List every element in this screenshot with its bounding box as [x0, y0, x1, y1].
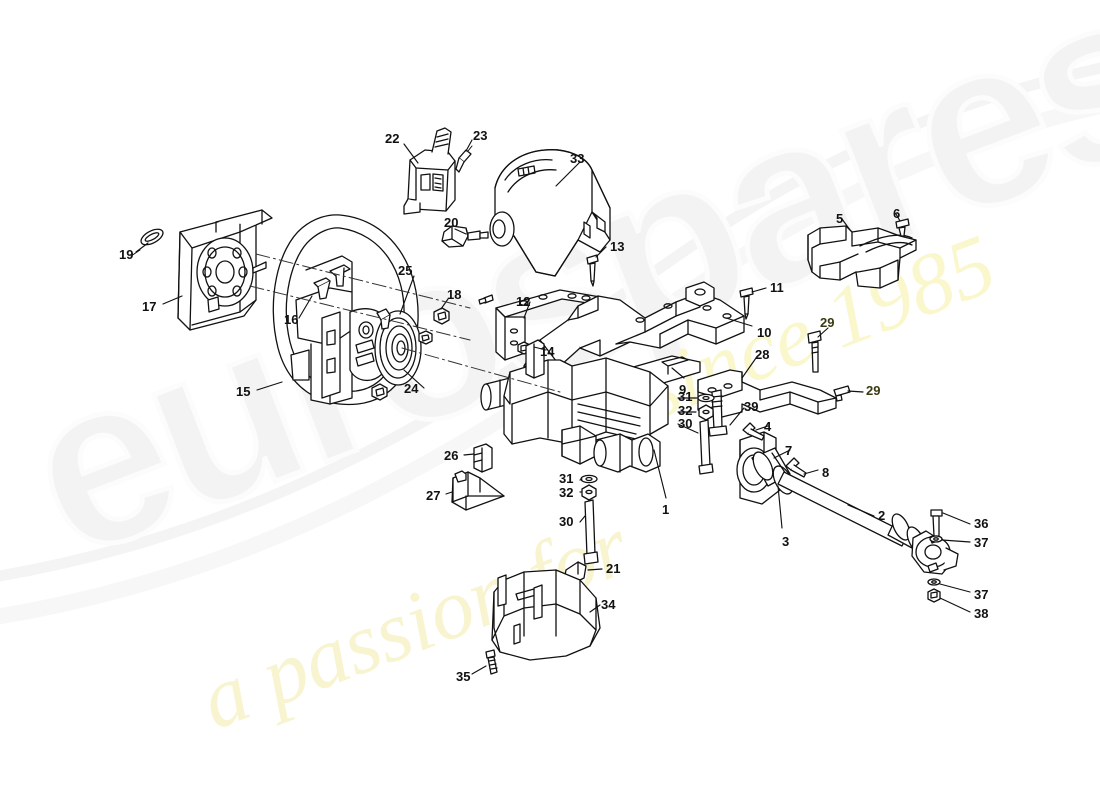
part-2-intermediate-shaft — [777, 471, 926, 554]
callout-14: 14 — [540, 344, 555, 359]
callout-26: 26 — [444, 448, 459, 463]
callout-8: 8 — [822, 465, 830, 480]
callout-18: 18 — [447, 287, 462, 302]
callout-25: 25 — [398, 263, 413, 278]
part-37-washer-upper — [929, 535, 943, 543]
part-30-bolt-lower — [583, 499, 599, 565]
leader-lines — [135, 139, 971, 675]
callout-13: 13 — [610, 239, 625, 254]
part-20-ignition-switch — [441, 225, 489, 248]
callout-7: 7 — [785, 443, 793, 458]
part-4-bolt — [742, 422, 765, 441]
callout-15: 15 — [236, 384, 251, 399]
callout-23: 23 — [473, 128, 488, 143]
part-31-washer-upper — [697, 393, 715, 403]
part-33-upper-shroud — [489, 149, 611, 277]
part-35-screw — [485, 649, 498, 675]
part-31-washer-lower — [580, 474, 598, 484]
part-22-stalk-switch — [403, 127, 456, 215]
callout-3: 3 — [782, 534, 790, 549]
callout-37-upper: 37 — [974, 535, 989, 550]
part-17-airbag-module — [177, 209, 273, 331]
part-26-clip — [473, 443, 493, 473]
part-30-bolt-upper — [698, 419, 714, 475]
part-1-column-housing — [480, 339, 669, 473]
part-24-horn-contact-ring — [349, 308, 422, 386]
callout-20: 20 — [444, 215, 459, 230]
callout-29-lower: 29 — [866, 383, 881, 398]
part-18-nut — [433, 307, 450, 325]
callout-27: 27 — [426, 488, 441, 503]
part-37-washer-lower — [927, 578, 941, 586]
universal-joint — [911, 530, 959, 575]
callout-11: 11 — [770, 280, 784, 295]
callout-4: 4 — [764, 419, 772, 434]
callout-34: 34 — [601, 597, 616, 612]
part-8-bolt — [785, 457, 807, 478]
callout-10: 10 — [757, 325, 772, 340]
callout-24: 24 — [404, 381, 419, 396]
part-13-screw — [586, 254, 599, 287]
callout-12: 12 — [516, 294, 531, 309]
part-38-nut — [927, 588, 941, 603]
callout-2: 2 — [878, 508, 886, 523]
callout-33: 33 — [570, 151, 585, 166]
part-11-bolt — [739, 287, 754, 320]
callout-35: 35 — [456, 669, 471, 684]
callout-1: 1 — [662, 502, 670, 517]
callout-38: 38 — [974, 606, 989, 621]
callout-36: 36 — [974, 516, 989, 531]
part-36-bolt — [930, 509, 943, 537]
callout-28: 28 — [755, 347, 770, 362]
callout-30-lower: 30 — [559, 514, 574, 529]
part-6-screw — [895, 218, 910, 237]
center-lines — [249, 253, 561, 393]
part-29-bolt-upper — [807, 330, 822, 373]
callout-29-upper: 29 — [820, 315, 835, 330]
part-39-bolt — [708, 389, 728, 437]
callout-32-upper: 32 — [678, 403, 693, 418]
callout-22: 22 — [385, 131, 400, 146]
nut-secondary — [371, 383, 388, 401]
callout-17: 17 — [142, 299, 157, 314]
callout-9: 9 — [679, 382, 687, 397]
part-19-oring — [130, 228, 164, 257]
callout-32-lower: 32 — [559, 485, 574, 500]
callout-39: 39 — [744, 399, 759, 414]
callout-37-lower: 37 — [974, 587, 989, 602]
part-32-washer-lower — [581, 484, 597, 501]
callout-31-upper: 31 — [678, 389, 693, 404]
callout-30-upper: 30 — [678, 416, 693, 431]
part-27-relay-bracket — [451, 470, 505, 511]
callout-16: 16 — [284, 312, 299, 327]
callout-31-lower: 31 — [559, 471, 574, 486]
callout-19: 19 — [119, 247, 134, 262]
part-32-washer-upper — [698, 404, 714, 421]
part-29-bolt-lower — [833, 385, 851, 402]
callout-6: 6 — [893, 206, 901, 221]
nut-tertiary — [418, 330, 433, 345]
part-5-lower-shroud — [807, 225, 917, 289]
callout-5: 5 — [836, 211, 844, 226]
callout-21: 21 — [606, 561, 621, 576]
part-34-lower-cowl — [491, 569, 601, 661]
part-23-screw — [455, 145, 473, 173]
